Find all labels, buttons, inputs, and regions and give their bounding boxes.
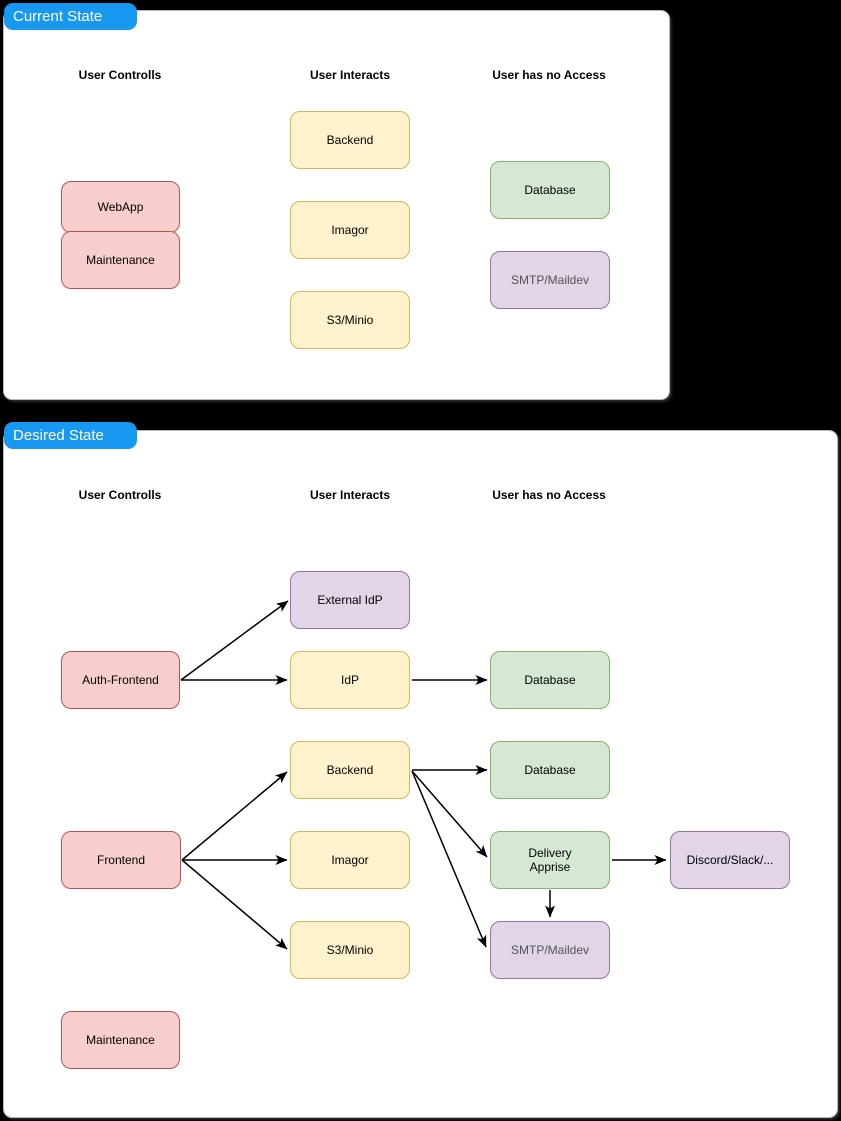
- current-state-label: Current State: [4, 3, 137, 30]
- node-label: IdP: [340, 673, 359, 687]
- node-desired-backend: Backend: [290, 741, 410, 799]
- node-label: Imagor: [331, 853, 369, 867]
- node-label-line1: Delivery: [528, 846, 572, 860]
- node-desired-smtp-maildev: SMTP/Maildev: [490, 921, 610, 979]
- node-label: Database: [524, 763, 576, 777]
- node-label: Frontend: [96, 853, 146, 867]
- node-desired-idp: IdP: [290, 651, 410, 709]
- node-label: Auth-Frontend: [82, 673, 159, 687]
- node-label-line2: Apprise: [529, 860, 571, 874]
- node-current-smtp-maildev: SMTP/Maildev: [490, 251, 610, 309]
- node-label: External IdP: [317, 593, 383, 607]
- node-desired-maintenance: Maintenance: [61, 1011, 180, 1069]
- node-label: Discord/Slack/...: [686, 853, 774, 867]
- node-desired-discord-slack: Discord/Slack/...: [670, 831, 790, 889]
- node-desired-external-idp: External IdP: [290, 571, 410, 629]
- node-label: S3/Minio: [326, 313, 374, 327]
- desired-column-user-interacts: User Interacts: [309, 488, 391, 502]
- node-desired-auth-frontend: Auth-Frontend: [61, 651, 180, 709]
- node-desired-delivery-apprise: Delivery Apprise: [490, 831, 610, 889]
- node-desired-database-idp: Database: [490, 651, 610, 709]
- node-current-database: Database: [490, 161, 610, 219]
- node-current-s3-minio: S3/Minio: [290, 291, 410, 349]
- node-desired-imagor: Imagor: [290, 831, 410, 889]
- node-label: SMTP/Maildev: [510, 273, 590, 287]
- node-label: Backend: [326, 133, 374, 147]
- current-column-no-access: User has no Access: [492, 68, 606, 82]
- node-label: WebApp: [97, 200, 144, 214]
- node-desired-frontend: Frontend: [61, 831, 181, 889]
- node-label: Maintenance: [86, 253, 155, 267]
- node-current-imagor: Imagor: [290, 201, 410, 259]
- node-label: S3/Minio: [326, 943, 374, 957]
- desired-column-user-controls: User Controlls: [78, 488, 162, 502]
- node-label: Maintenance: [86, 1033, 155, 1047]
- current-column-user-interacts: User Interacts: [309, 68, 391, 82]
- desired-column-no-access: User has no Access: [492, 488, 606, 502]
- node-label: Imagor: [331, 223, 369, 237]
- current-column-user-controls: User Controlls: [78, 68, 162, 82]
- node-current-backend: Backend: [290, 111, 410, 169]
- node-label: SMTP/Maildev: [510, 943, 590, 957]
- node-current-webapp: WebApp: [61, 181, 180, 233]
- node-label: Database: [524, 673, 576, 687]
- node-label: Database: [524, 183, 576, 197]
- node-desired-database-backend: Database: [490, 741, 610, 799]
- node-desired-s3-minio: S3/Minio: [290, 921, 410, 979]
- node-label: Backend: [326, 763, 374, 777]
- node-current-maintenance: Maintenance: [61, 231, 180, 289]
- desired-state-label: Desired State: [4, 422, 137, 449]
